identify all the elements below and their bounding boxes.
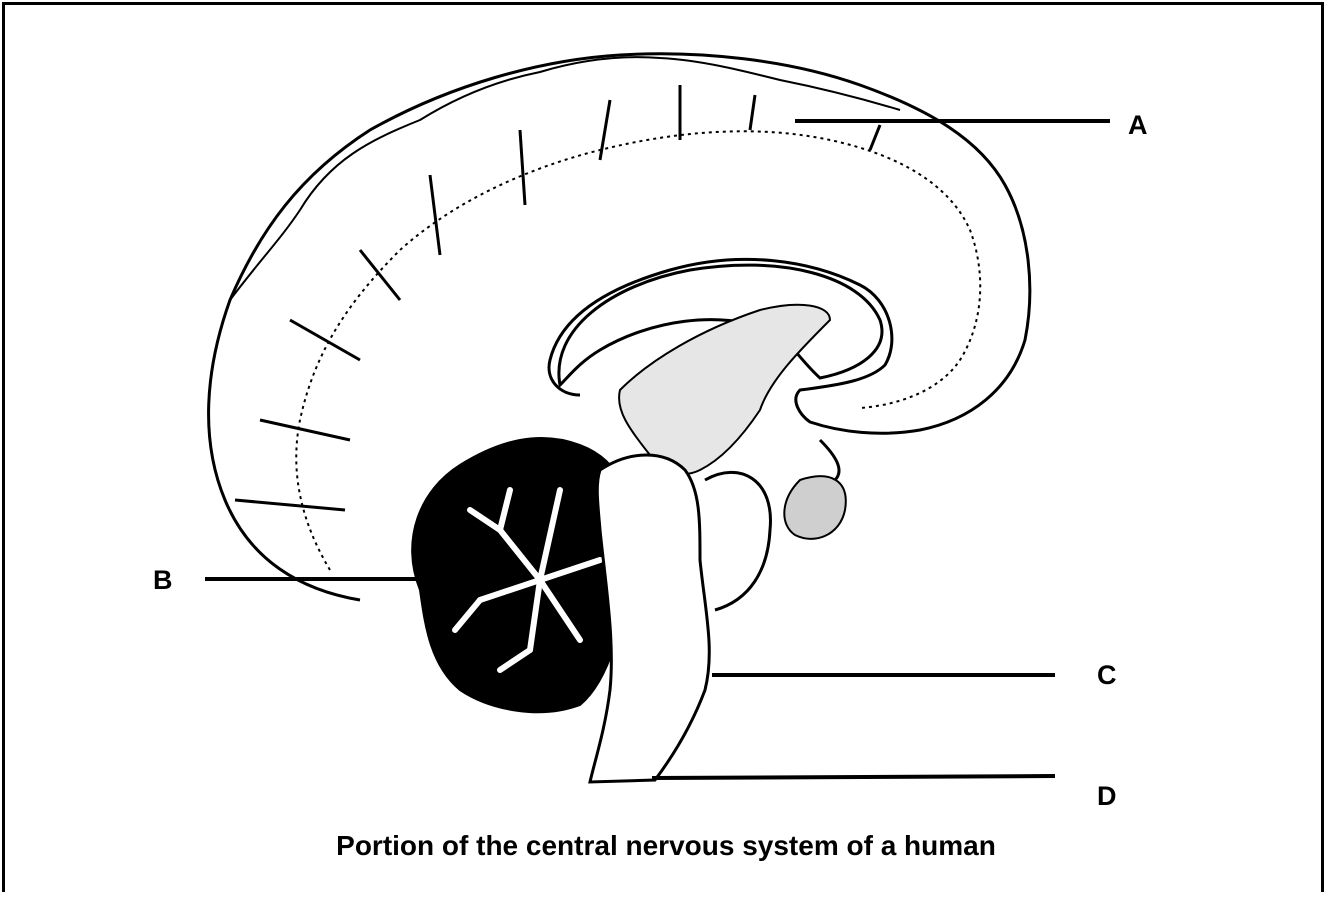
- pituitary: [784, 476, 845, 539]
- label-a: A: [1128, 112, 1148, 139]
- label-d: D: [1097, 783, 1117, 810]
- label-c: C: [1097, 662, 1117, 689]
- thalamus-region: [619, 305, 830, 474]
- label-b: B: [153, 567, 173, 594]
- leader-line-d: [652, 776, 1055, 778]
- infundibulum: [820, 440, 839, 480]
- pons: [705, 472, 770, 610]
- diagram-caption: Portion of the central nervous system of…: [0, 830, 1332, 862]
